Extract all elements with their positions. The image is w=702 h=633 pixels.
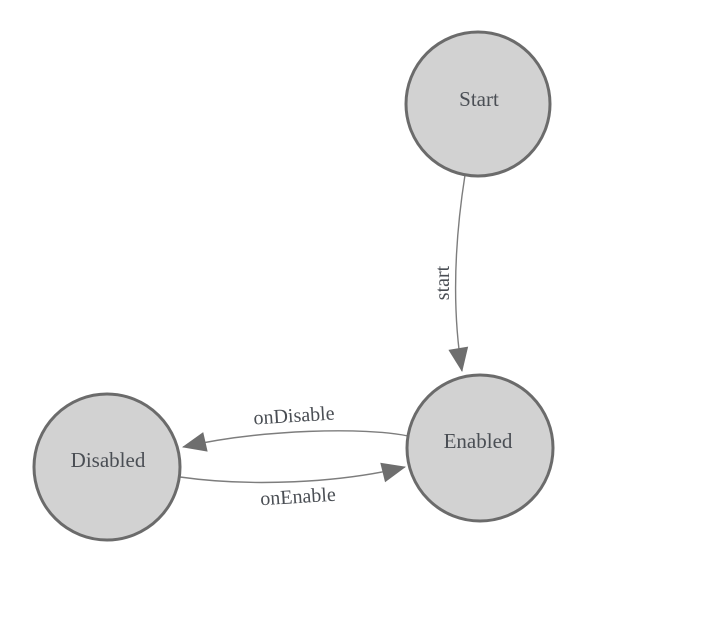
state-circle-disabled[interactable] (32, 392, 182, 542)
nodes-layer: Start Enabled Disabled (32, 30, 555, 542)
edge-enabled-to-disabled[interactable] (182, 430, 409, 452)
edges-layer (179, 174, 469, 484)
state-label-enabled: Enabled (444, 429, 513, 453)
edge-labels-layer: start onDisable onEnable (253, 265, 454, 510)
state-node-enabled[interactable]: Enabled (405, 373, 555, 523)
edge-label-onenable: onEnable (260, 484, 337, 511)
state-label-start: Start (459, 87, 499, 111)
edge-disabled-to-enabled[interactable] (179, 462, 406, 484)
state-node-disabled[interactable]: Disabled (32, 392, 182, 542)
edge-label-ondisable: onDisable (253, 403, 335, 430)
edge-start-to-enabled[interactable] (448, 174, 469, 372)
state-node-start[interactable]: Start (404, 30, 552, 178)
state-circle-start[interactable] (404, 30, 552, 178)
edge-label-start: start (432, 265, 454, 300)
state-circle-enabled[interactable] (405, 373, 555, 523)
state-label-disabled: Disabled (71, 448, 146, 472)
